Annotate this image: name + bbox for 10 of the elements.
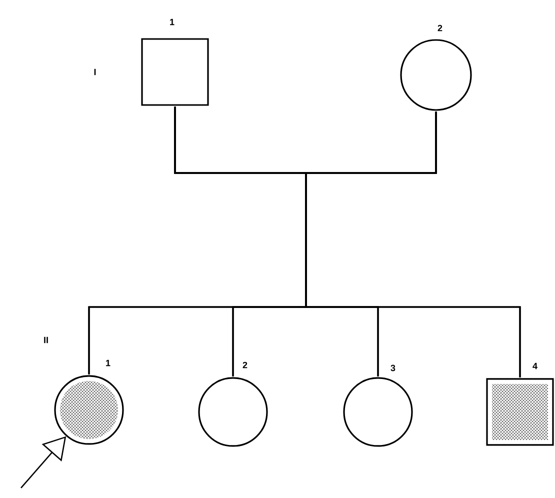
generation-label: II xyxy=(44,336,48,344)
descent-line xyxy=(305,112,521,378)
generation-label: I xyxy=(94,68,96,76)
individual-number: 4 xyxy=(532,362,538,370)
individual-number: 2 xyxy=(438,24,442,32)
individual-number: 3 xyxy=(390,364,396,372)
circle-symbol xyxy=(54,375,124,445)
individual-number: 1 xyxy=(106,360,110,366)
individual-number: 1 xyxy=(170,18,174,26)
individual-number: 2 xyxy=(242,362,248,368)
